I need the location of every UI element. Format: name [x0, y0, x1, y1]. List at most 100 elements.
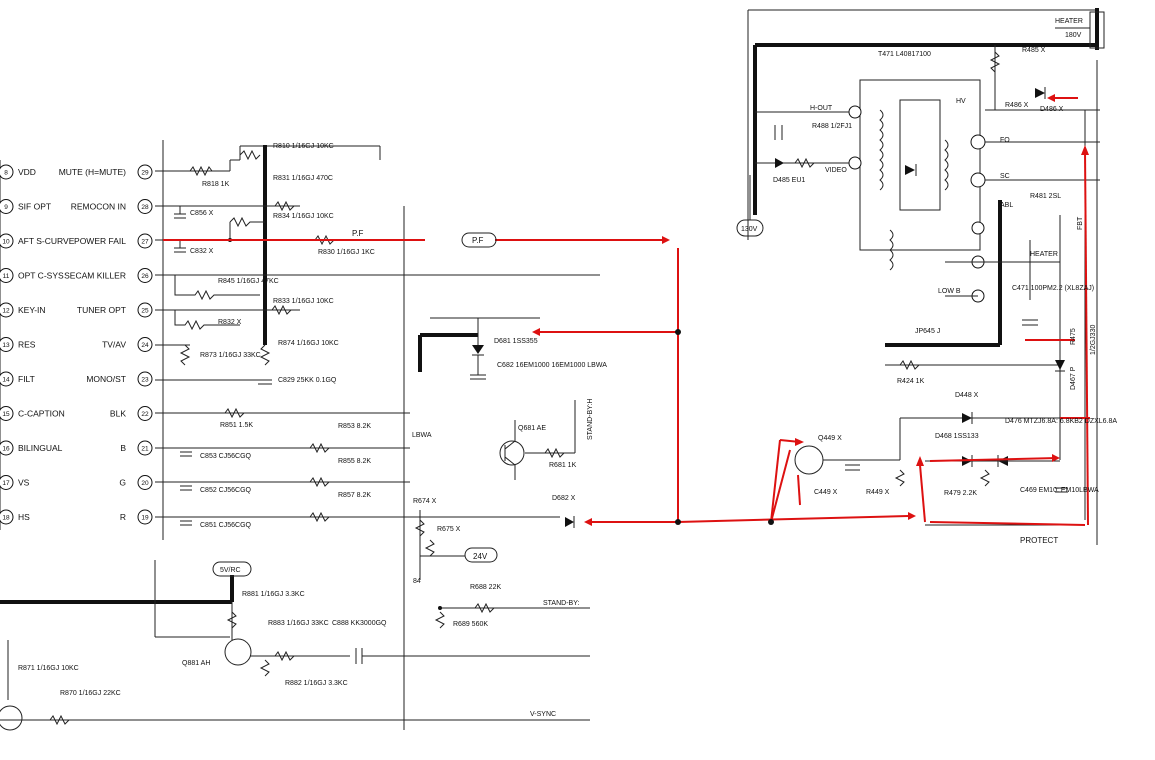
pin-marker [137, 164, 153, 180]
pin-number: 10 [2, 239, 10, 246]
label-r674: R674 X [413, 498, 437, 505]
pin-marker [137, 475, 153, 490]
pin-label: BLK [110, 409, 126, 419]
label-sc: SC [1000, 173, 1010, 180]
label-r689: R689 560K [453, 621, 488, 628]
label-r449: R449 X [866, 489, 890, 496]
label-r857: R857 8.2K [338, 492, 371, 499]
pin-marker [137, 233, 153, 249]
label-r883: R883 1/16GJ 33KC [268, 620, 329, 627]
pin-number: 19 [141, 515, 149, 522]
pin-label: MONO/ST [86, 374, 126, 384]
label-heater: HEATER [1055, 18, 1083, 25]
pin-label: FILT [18, 374, 35, 384]
label-standby-h: STAND-BY:H [587, 399, 594, 441]
label-r873: R873 1/16GJ 33KC [200, 352, 261, 359]
pin-label: MUTE (H=MUTE) [59, 167, 126, 177]
label-pf-net: P.F [352, 229, 364, 238]
label-r832: R832 X [218, 319, 242, 326]
pin-number: 12 [2, 308, 10, 315]
pin-label: BILINGUAL [18, 443, 63, 453]
pin-number: 26 [141, 273, 149, 280]
label-24v: 24V [473, 552, 488, 561]
pin-label: KEY-IN [18, 305, 46, 315]
label-r475: R475 [1070, 328, 1077, 345]
label-abl: ABL [1000, 202, 1013, 209]
label-c853: C853 CJ56CGQ [200, 453, 252, 460]
pin-label: R [120, 512, 126, 522]
label-r830: R830 1/16GJ 1KC [318, 249, 375, 256]
label-d485: D485 EU1 [773, 177, 805, 184]
pin-label: HS [18, 512, 30, 522]
label-c856: C856 X [190, 210, 214, 217]
pin-number: 23 [141, 377, 149, 384]
label-5vrc: 5V/RC [220, 567, 241, 574]
pin-number: 18 [2, 515, 10, 522]
label-180v: 180V [1065, 32, 1082, 39]
pin-label: AFT S-CURVE [18, 236, 75, 246]
pin-number: 17 [2, 480, 10, 487]
label-d681: D681 1SS355 [494, 338, 538, 345]
label-r688: R688 22K [470, 584, 501, 591]
pin-number: 29 [141, 170, 149, 177]
pin-number: 21 [141, 446, 149, 453]
pin-label: TUNER OPT [77, 305, 126, 315]
pin-marker [137, 440, 153, 456]
label-r853: R853 8.2K [338, 423, 371, 430]
label-84: 84 [413, 578, 421, 585]
pf-tag [461, 232, 497, 248]
label-heater2: HEATER [1030, 251, 1058, 258]
pin-marker [0, 199, 14, 214]
pin-marker [137, 406, 153, 421]
label-fo: FO [1000, 137, 1010, 144]
label-c471: C471 100PM2.2 (XL8ZAJ) [1012, 285, 1094, 292]
pin-number: 11 [3, 273, 10, 280]
label-130v: 130V [741, 226, 758, 233]
label-r479: R479 2.2K [944, 490, 977, 497]
pin-marker [137, 337, 153, 352]
pin-marker [0, 509, 14, 525]
pin-marker [0, 302, 14, 318]
label-r845: R845 1/16GJ 47KC [218, 278, 279, 285]
pin-label: TV/AV [102, 340, 126, 350]
pin-label: VS [18, 478, 30, 488]
label-c832: C832 X [190, 248, 214, 255]
flyback-section [736, 8, 1105, 545]
label-hout: H-OUT [810, 105, 833, 112]
label-r870: R870 1/16GJ 22KC [60, 690, 121, 697]
pin-marker [137, 302, 153, 318]
label-r481: R481 2SL [1030, 193, 1061, 200]
label-r485: R485 X [1022, 47, 1046, 54]
pin-number: 15 [2, 411, 10, 418]
label-r1-value: 1/2GJ330 [1090, 325, 1097, 355]
pin-number: 28 [141, 204, 149, 211]
label-d682: D682 X [552, 495, 576, 502]
label-r834: R834 1/16GJ 10KC [273, 213, 334, 220]
label-c852: C852 CJ56CGQ [200, 487, 252, 494]
pin-marker [0, 268, 14, 283]
label-r833: R833 1/16GJ 10KC [273, 298, 334, 305]
pin-number: 16 [2, 446, 10, 453]
label-r818: R818 1K [202, 181, 230, 188]
label-c888: C888 KK3000GQ [332, 620, 387, 627]
label-r424: R424 1K [897, 378, 925, 385]
pin-label: C-CAPTION [18, 409, 65, 419]
pin-label: POWER FAIL [74, 236, 126, 246]
pin-marker [0, 337, 14, 352]
pin-marker [0, 475, 14, 490]
pin-label: SIF OPT [18, 202, 51, 212]
pin-label: OPT C-SYS [18, 271, 64, 281]
label-c469: C469 EM10: EM10LBWA [1020, 487, 1099, 494]
pin-marker [137, 371, 153, 387]
label-c851: C851 CJ56CGQ [200, 522, 252, 529]
label-q449: Q449 X [818, 435, 842, 442]
pin-marker [0, 440, 14, 456]
pin-label: RES [18, 340, 36, 350]
label-video: VIDEO [825, 167, 847, 174]
standby-network [414, 317, 590, 629]
pin-marker [0, 406, 14, 421]
label-r851: R851 1.5K [220, 422, 253, 429]
label-r871: R871 1/16GJ 10KC [18, 665, 79, 672]
label-d468: D468 1SS133 [935, 433, 979, 440]
